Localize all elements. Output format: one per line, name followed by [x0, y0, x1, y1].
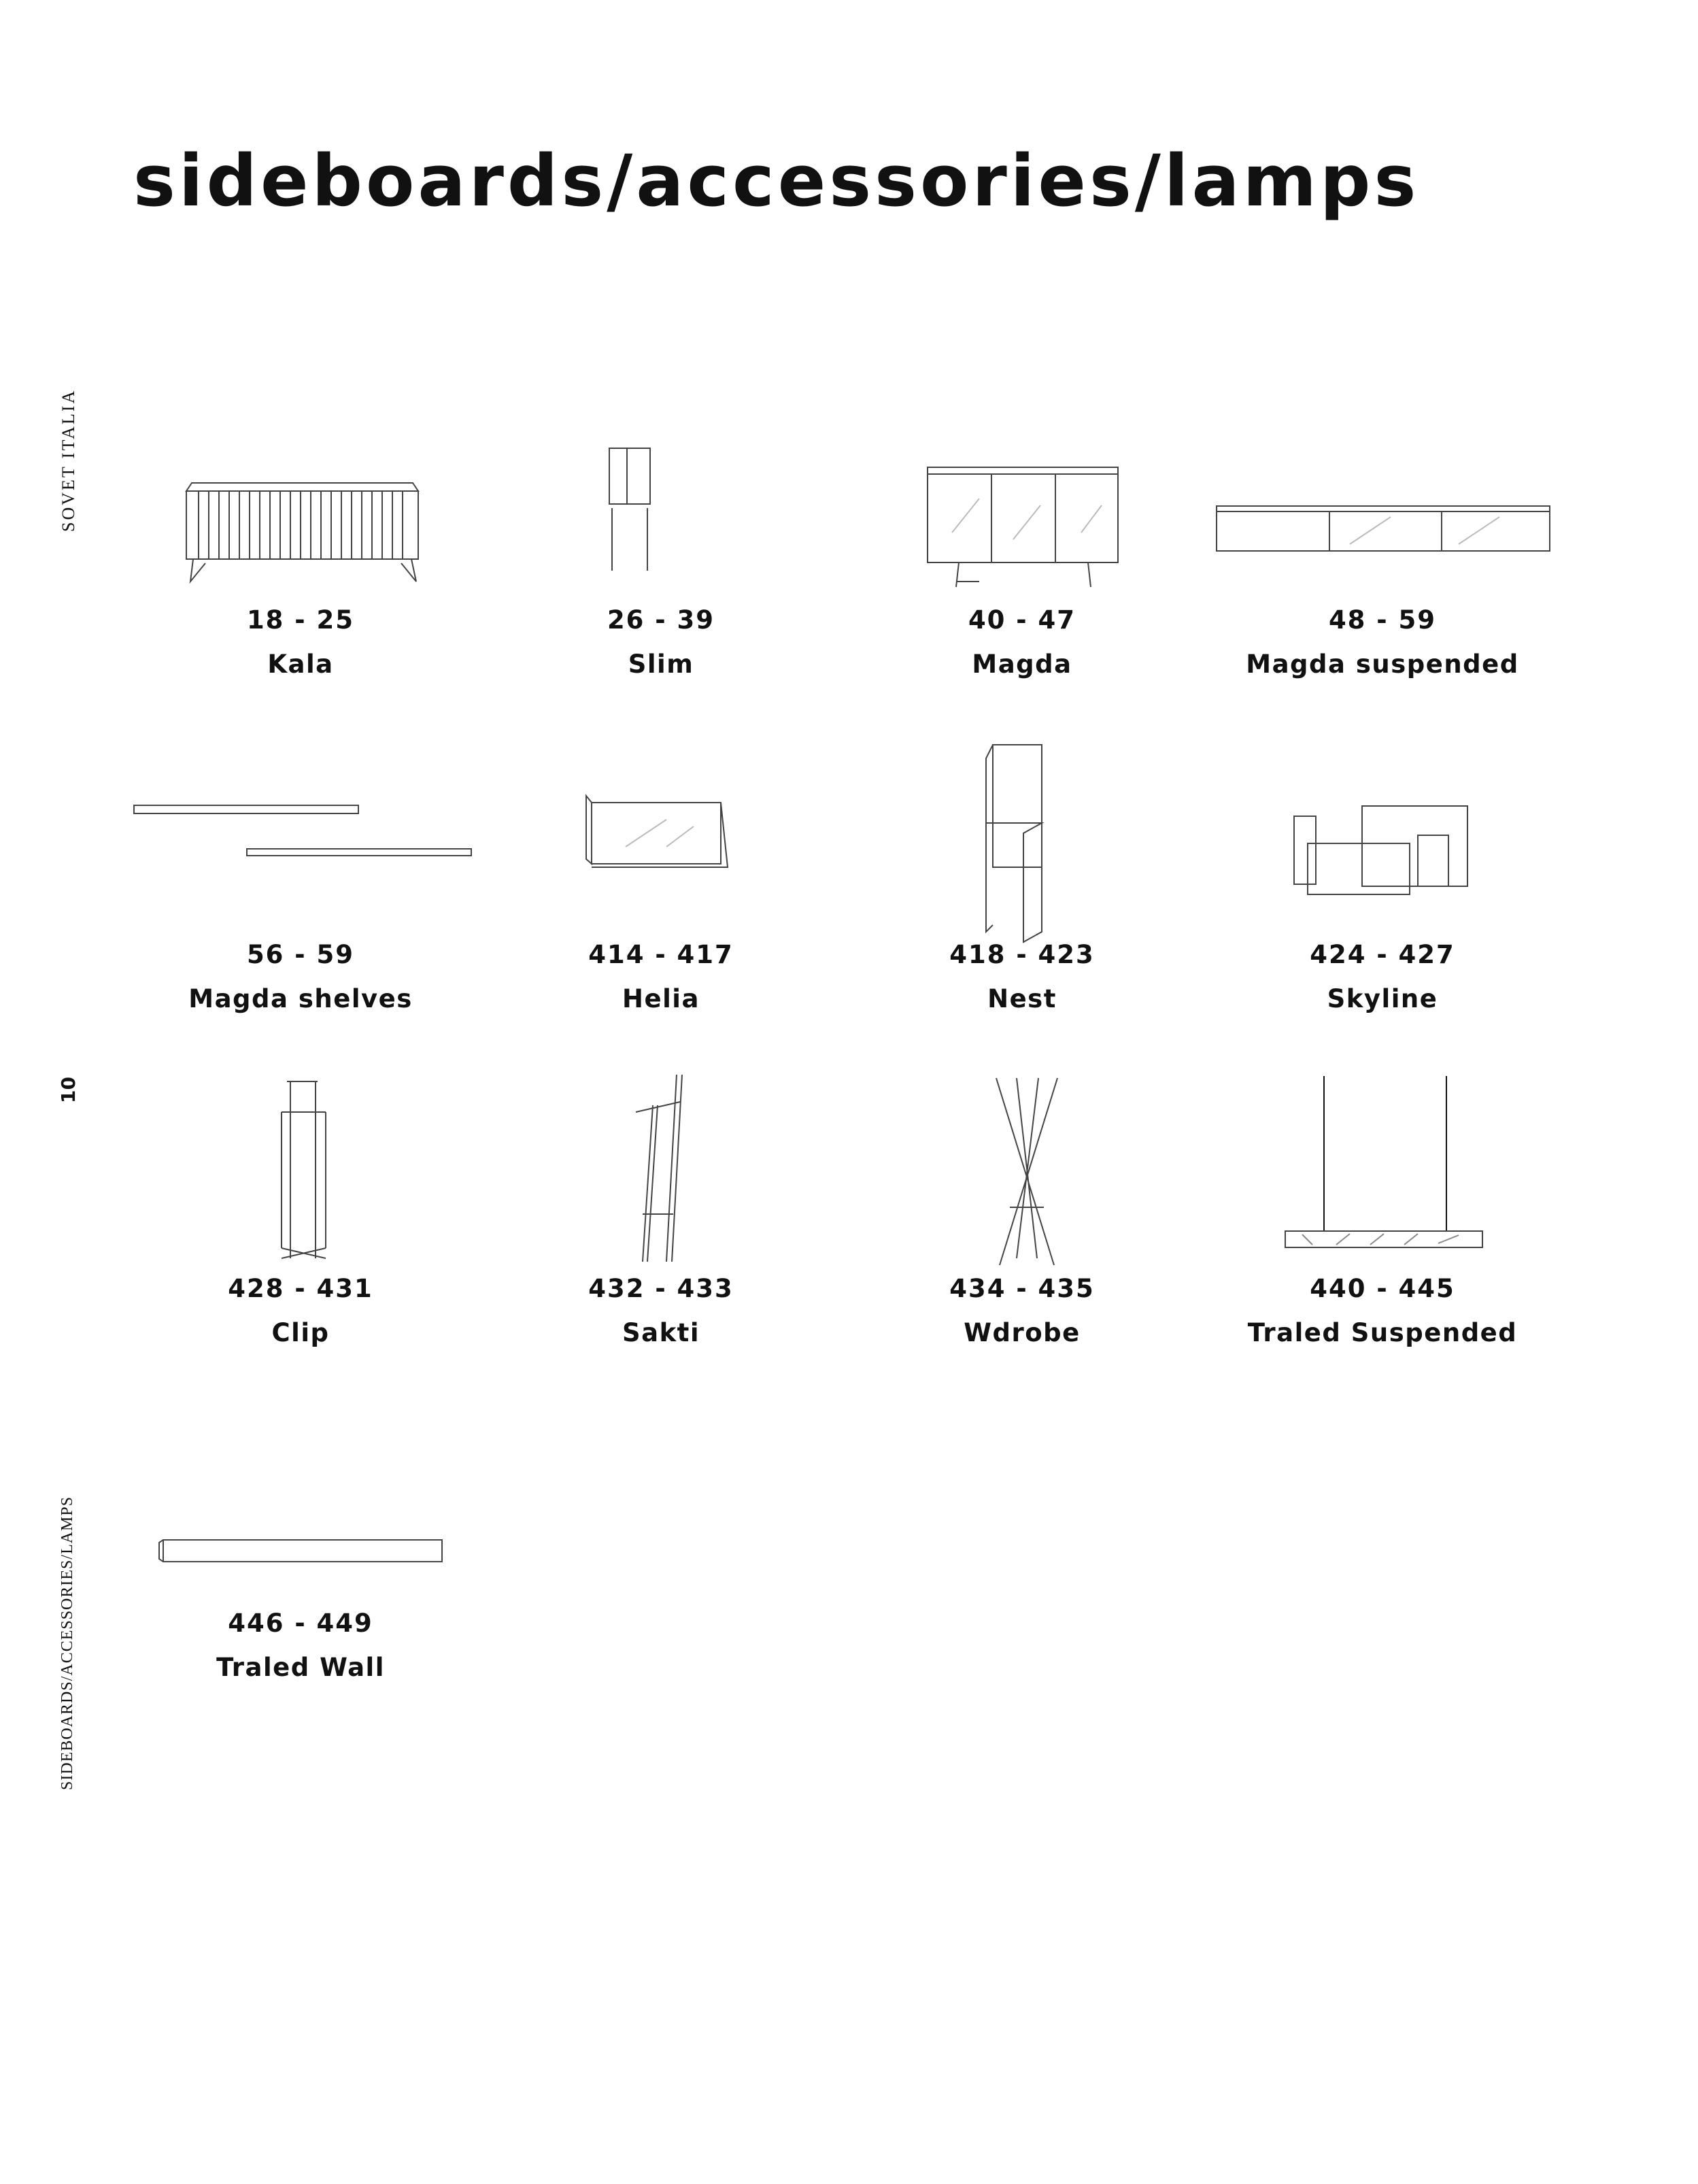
kala-sideboard-drawing — [185, 482, 420, 584]
helia-wall-unit-drawing — [585, 794, 729, 868]
magda-shelves-drawing — [133, 805, 472, 856]
page-title: sideboards/accessories/lamps — [133, 139, 1420, 222]
item-pages: 56 - 59 — [246, 940, 355, 969]
item-pages: 432 - 433 — [588, 1274, 734, 1303]
item-pages: 40 - 47 — [968, 605, 1076, 635]
magda-suspended-drawing — [1216, 505, 1550, 552]
item-name: Traled Wall — [216, 1653, 385, 1682]
sakti-coat-stand-drawing — [635, 1074, 683, 1262]
item-name: Magda suspended — [1246, 650, 1519, 679]
item-pages: 434 - 435 — [949, 1274, 1095, 1303]
item-pages: 414 - 417 — [588, 940, 734, 969]
item-name: Sakti — [622, 1318, 700, 1347]
catalog-item[interactable]: 56 - 59 Magda shelves — [120, 940, 481, 1013]
skyline-bookcase-drawing — [1293, 805, 1468, 895]
traled-suspended-lamp-drawing — [1285, 1076, 1483, 1248]
item-name: Skyline — [1327, 984, 1438, 1013]
item-name: Clip — [271, 1318, 330, 1347]
page-number: 10 — [57, 1077, 80, 1103]
catalog-item[interactable]: 40 - 47 Magda — [842, 605, 1202, 679]
item-pages: 26 - 39 — [607, 605, 715, 635]
item-name: Magda shelves — [188, 984, 413, 1013]
catalog-item[interactable]: 26 - 39 Slim — [481, 605, 841, 679]
clip-magazine-rack-drawing — [281, 1081, 326, 1259]
item-name: Magda — [972, 650, 1072, 679]
nest-tall-cabinet-drawing — [985, 744, 1045, 943]
item-pages: 440 - 445 — [1310, 1274, 1455, 1303]
item-pages: 48 - 59 — [1328, 605, 1437, 635]
item-name: Slim — [628, 650, 694, 679]
slim-cabinet-drawing — [609, 448, 651, 571]
item-pages: 428 - 431 — [228, 1274, 373, 1303]
item-name: Traled Suspended — [1247, 1318, 1518, 1347]
item-pages: 424 - 427 — [1310, 940, 1455, 969]
item-pages: 18 - 25 — [246, 605, 355, 635]
item-name: Helia — [622, 984, 700, 1013]
brand-label: SOVET ITALIA — [58, 388, 78, 532]
item-name: Wdrobe — [964, 1318, 1081, 1347]
catalog-item[interactable]: 48 - 59 Magda suspended — [1202, 605, 1563, 679]
traled-wall-lamp-drawing — [158, 1539, 443, 1562]
item-pages: 446 - 449 — [228, 1609, 373, 1638]
item-pages: 418 - 423 — [949, 940, 1095, 969]
wdrobe-coat-stand-drawing — [996, 1077, 1058, 1266]
item-name: Nest — [987, 984, 1057, 1013]
item-name: Kala — [267, 650, 334, 679]
magda-sideboard-drawing — [927, 467, 1119, 588]
catalog-item[interactable]: 18 - 25 Kala — [120, 605, 481, 679]
section-label: SIDEBOARDS/ACCESSORIES/LAMPS — [58, 1496, 76, 1790]
